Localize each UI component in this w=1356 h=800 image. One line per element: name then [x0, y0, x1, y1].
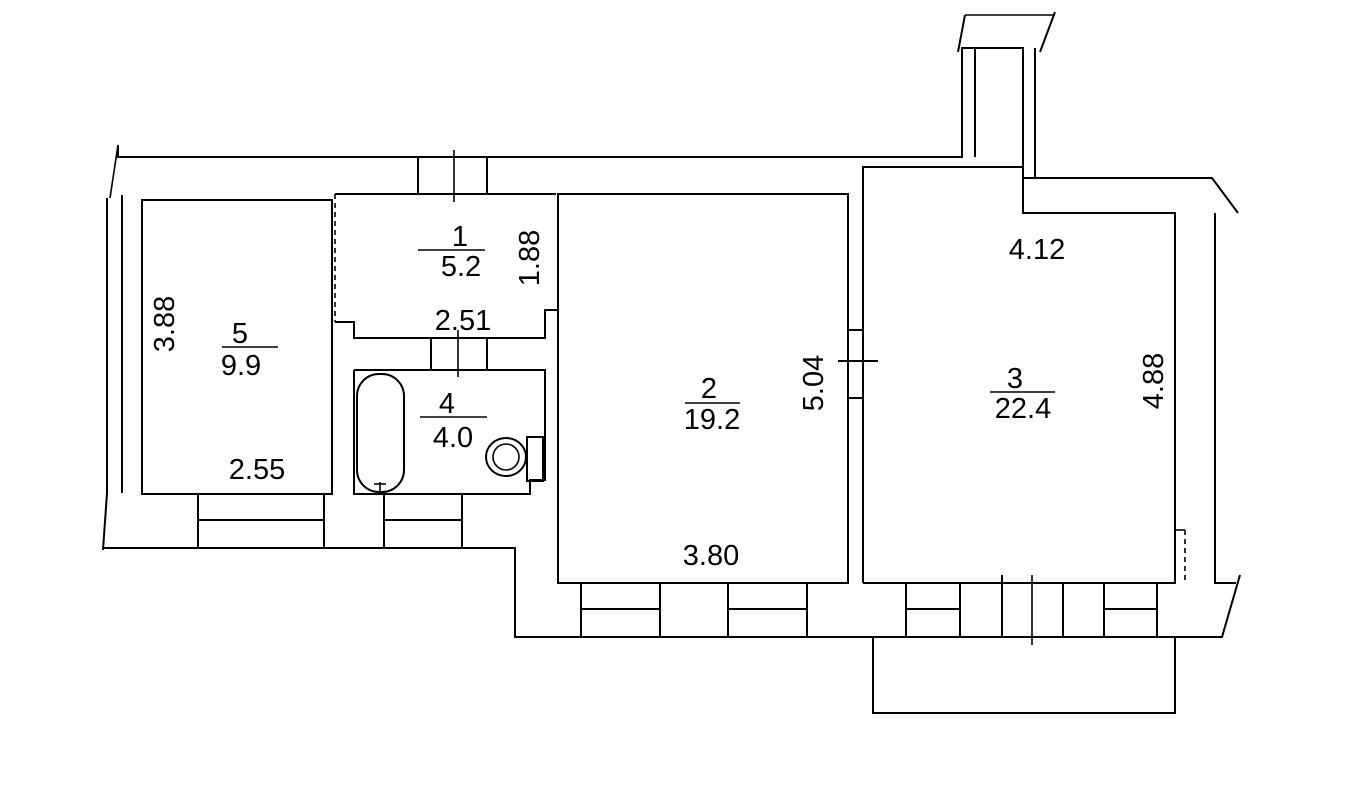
- door-room1-room4: [430, 330, 488, 377]
- dim-room2-height: 5.04: [798, 355, 830, 411]
- room-3-outline: [862, 166, 1176, 584]
- dim-room5-height: 3.88: [149, 296, 181, 352]
- dim-room5-width: 2.55: [229, 454, 285, 486]
- window-room-2-right: [727, 583, 808, 637]
- room-5-number: 5: [232, 318, 248, 350]
- room-5-area: 9.9: [221, 350, 261, 382]
- window-room-3-right: [1103, 583, 1158, 637]
- room-1-area: 5.2: [441, 251, 481, 283]
- dim-room3-width: 4.12: [1009, 234, 1065, 266]
- room-3-area: 22.4: [995, 393, 1051, 425]
- entrance-door: [417, 150, 488, 202]
- room-2-outline: [557, 193, 849, 584]
- window-room-3-left: [905, 583, 961, 637]
- window-room-4: [383, 494, 463, 548]
- dim-room3-height: 4.88: [1138, 353, 1170, 409]
- room-2-area: 19.2: [684, 404, 740, 436]
- room-3-number: 3: [1007, 363, 1023, 395]
- toilet-icon: [485, 436, 544, 482]
- dim-room2-width: 3.80: [683, 540, 739, 572]
- room-1-bottom-wall: [335, 309, 558, 339]
- balcony-door: [1001, 575, 1064, 645]
- exterior-walls: [102, 11, 1241, 638]
- room-1-number: 1: [452, 221, 468, 253]
- dim-room1-height: 1.88: [514, 230, 546, 286]
- balcony-outline: [872, 637, 1176, 714]
- bathtub-icon: [356, 373, 405, 493]
- room-5-outline: [141, 199, 333, 495]
- room-4-area: 4.0: [433, 422, 473, 454]
- window-room-2-left: [580, 583, 661, 637]
- window-room-5: [197, 494, 325, 548]
- door-room2-room3: [838, 329, 878, 399]
- room-2-number: 2: [701, 373, 717, 405]
- dim-room1-width: 2.51: [435, 305, 491, 337]
- room-4-number: 4: [439, 388, 455, 420]
